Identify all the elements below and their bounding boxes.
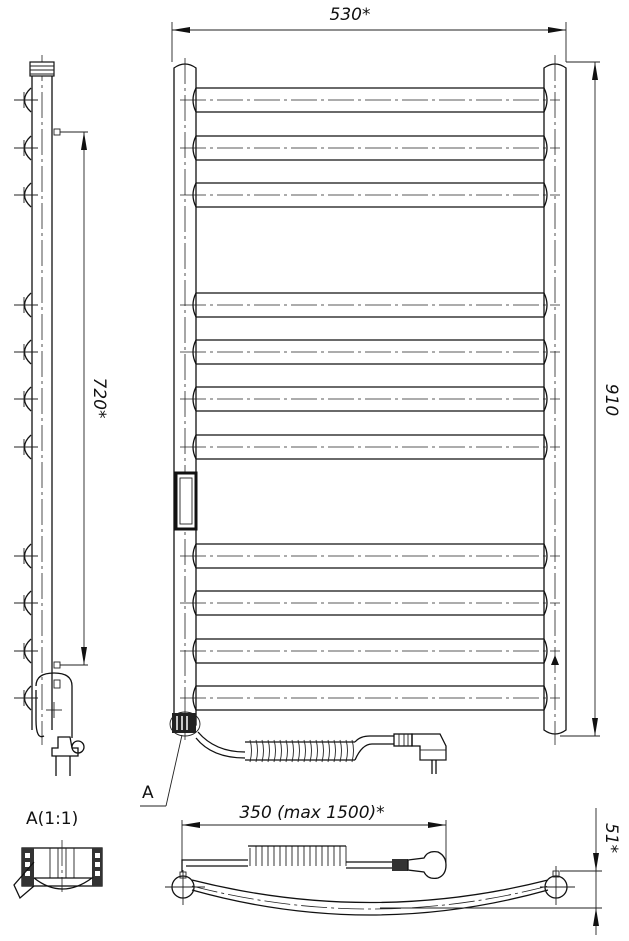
rungs [180, 87, 560, 711]
side-heater-element [35, 672, 85, 776]
rung-span-label: 720* [89, 378, 109, 419]
rung [180, 685, 560, 711]
bottom-left-post [165, 870, 205, 905]
depth-dimension-label: 51* [601, 823, 621, 853]
rung [180, 87, 560, 113]
rung-span-dimension: 720* [60, 131, 109, 666]
bottom-bracket [53, 661, 61, 669]
plug [393, 733, 447, 774]
cable-length-label: 350 (max 1500)* [239, 803, 384, 823]
side-rail [29, 55, 55, 745]
top-plug [392, 850, 447, 880]
rung [180, 638, 560, 664]
detail-a-view: A(1:1) [13, 809, 103, 900]
rung [180, 386, 560, 412]
side-view: 720* [14, 55, 109, 776]
rung [180, 434, 560, 460]
top-coiled-cord [248, 845, 347, 866]
rung [180, 135, 560, 161]
coiled-cord [245, 739, 355, 763]
cable-length-dimension: 350 (max 1500)* [181, 803, 447, 868]
height-dimension: 910 [560, 61, 621, 737]
depth-dimension: 51* [380, 808, 621, 935]
rung [180, 543, 560, 569]
bottom-right-post [540, 866, 575, 905]
top-bracket [53, 128, 61, 136]
callout-label: A [142, 783, 154, 803]
switch-box [174, 471, 198, 531]
width-dimension: 530* [171, 5, 567, 62]
bottom-view: 350 (max 1500)* [165, 803, 621, 935]
front-view: 530* 910 [140, 5, 621, 807]
detail-callout-a: A [140, 734, 183, 807]
detail-title: A(1:1) [26, 809, 78, 829]
rung [180, 292, 560, 318]
height-dimension-label: 910 [601, 384, 621, 416]
width-dimension-label: 530* [330, 5, 371, 25]
heater-connector [169, 711, 201, 737]
rung [180, 339, 560, 365]
rung [180, 182, 560, 208]
right-rail [543, 55, 567, 745]
side-rung-profiles [14, 87, 38, 711]
rung [180, 590, 560, 616]
power-cable [195, 731, 447, 774]
